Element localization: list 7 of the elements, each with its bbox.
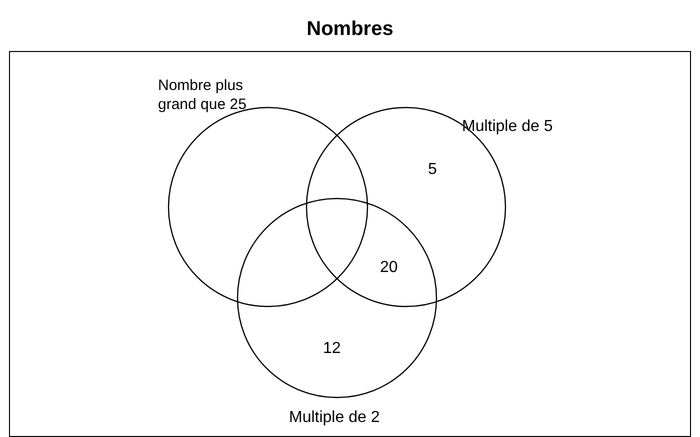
set-label: Nombre plus grand que 25 bbox=[158, 76, 248, 114]
region-number: 5 bbox=[428, 160, 437, 180]
diagram-title: Nombres bbox=[306, 18, 394, 41]
region-number: 12 bbox=[323, 339, 341, 359]
region-number: 20 bbox=[380, 258, 398, 278]
set-label: Multiple de 2 bbox=[289, 408, 381, 428]
set-label: Multiple de 5 bbox=[462, 117, 554, 137]
